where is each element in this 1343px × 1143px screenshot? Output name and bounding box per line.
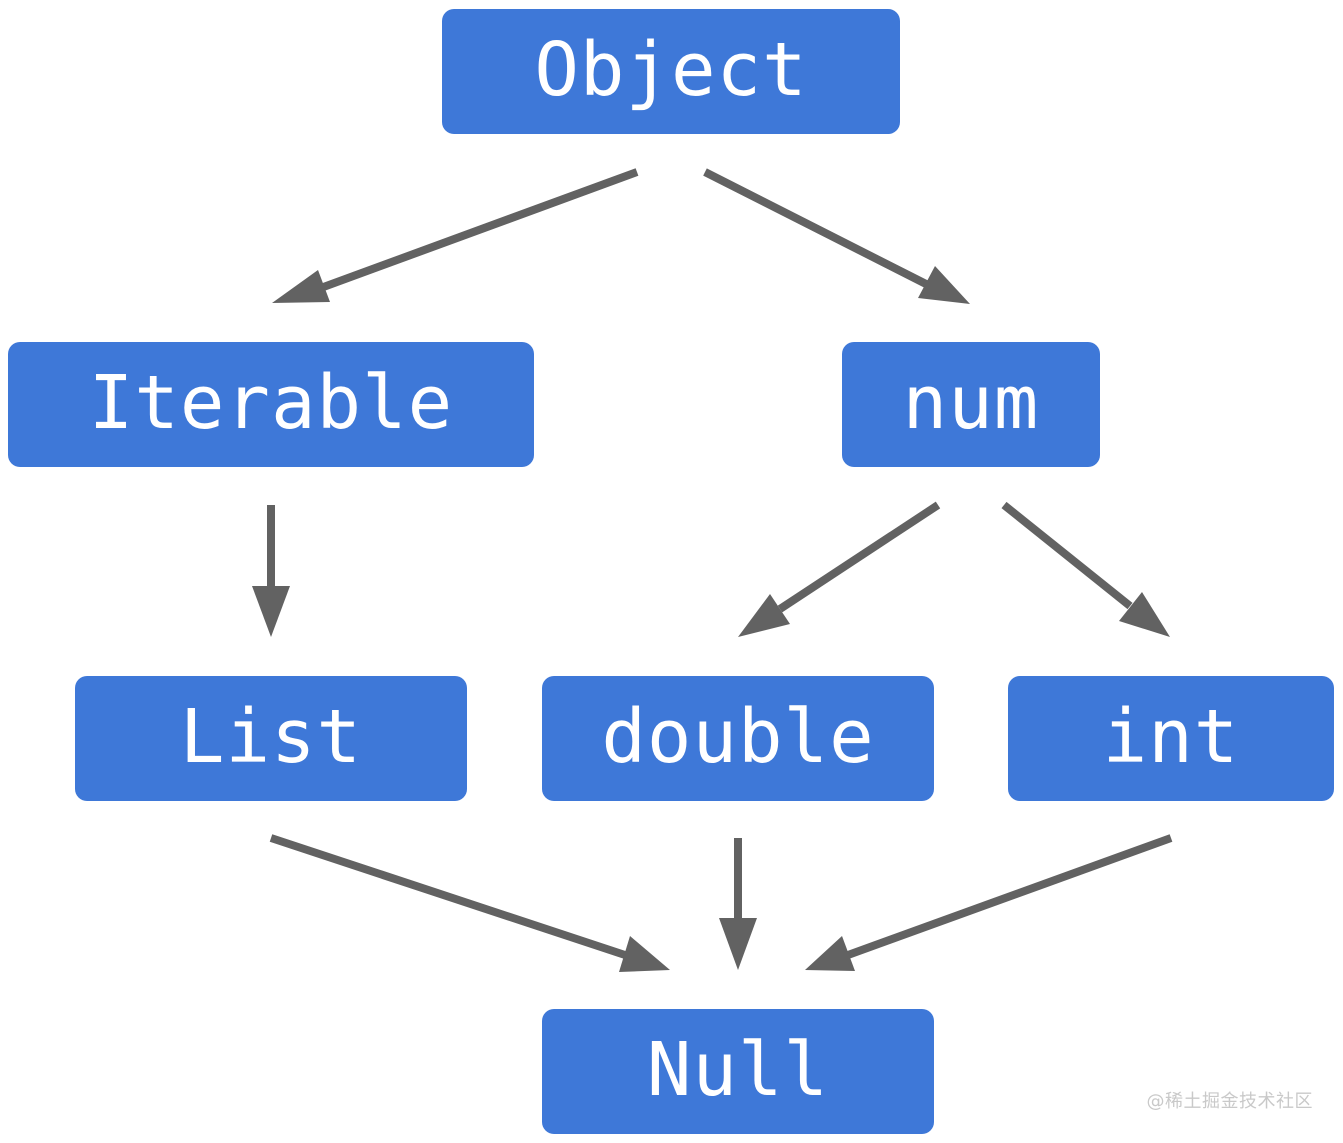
node-object: Object <box>442 9 900 134</box>
edge-double-to-null <box>719 838 757 970</box>
node-num: num <box>842 342 1100 467</box>
node-list: List <box>75 676 467 801</box>
edge-iterable-to-list <box>252 505 290 637</box>
node-iterable: Iterable <box>8 342 534 467</box>
watermark: @稀土掘金技术社区 <box>1146 1091 1313 1112</box>
edge-num-to-double <box>738 501 941 637</box>
edge-num-to-int <box>1001 501 1170 637</box>
node-null: Null <box>542 1009 934 1134</box>
edge-object-to-iterable <box>272 168 639 303</box>
node-num-label: num <box>902 359 1040 446</box>
edge-int-to-null <box>805 834 1173 971</box>
node-double: double <box>542 676 934 801</box>
node-object-label: Object <box>534 26 808 113</box>
node-iterable-label: Iterable <box>88 359 454 446</box>
node-int: int <box>1008 676 1334 801</box>
edge-list-to-null <box>269 834 670 972</box>
edge-object-to-num <box>703 168 970 304</box>
node-int-label: int <box>1102 693 1240 780</box>
node-list-label: List <box>179 693 363 780</box>
node-null-label: Null <box>646 1026 830 1113</box>
node-double-label: double <box>601 693 875 780</box>
